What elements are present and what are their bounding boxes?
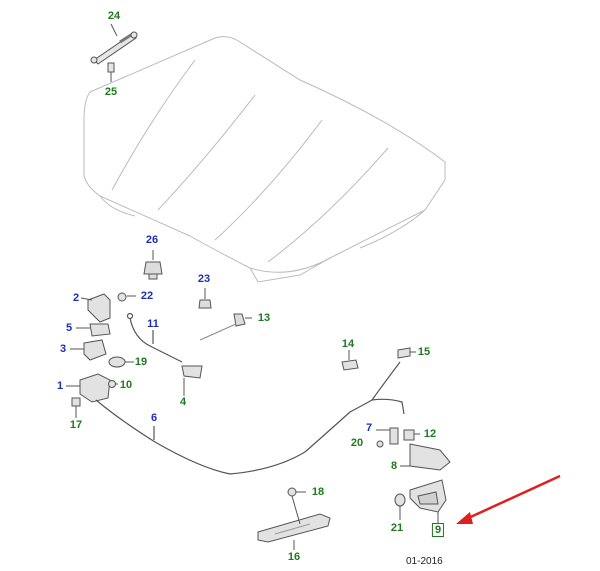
callout-4: 4 [179,396,187,408]
callout-18: 18 [311,486,325,498]
cable-connectors [341,347,416,371]
callout-2: 2 [72,292,80,304]
retaining-clip-13 [199,313,252,341]
callout-14: 14 [341,338,355,350]
callout-25: 25 [104,86,118,98]
callout-23: 23 [197,273,211,285]
callout-19: 19 [134,356,148,368]
callout-7: 7 [365,422,373,434]
release-handle [181,365,203,396]
diagram-date-code: 01-2016 [406,556,443,567]
callout-12: 12 [423,428,437,440]
gas-strut [90,23,138,82]
release-lever-16 [257,487,331,550]
callout-1: 1 [56,380,64,392]
callout-20: 20 [350,437,364,449]
right-latch-bracket-assembly [376,427,451,524]
main-release-cable [95,361,405,475]
callout-8: 8 [390,460,398,472]
callout-6: 6 [150,412,158,424]
callout-5: 5 [65,322,73,334]
lower-latch-assembly [66,373,118,418]
callout-16: 16 [287,551,301,563]
pointer-arrow [456,474,561,524]
callout-3: 3 [59,343,67,355]
secondary-cable [126,312,183,363]
callout-26: 26 [145,234,159,246]
callout-9: 9 [431,523,445,537]
retaining-clip-23 [198,288,212,309]
callout-24: 24 [107,10,121,22]
callout-11: 11 [147,318,159,330]
callout-15: 15 [417,346,431,358]
callout-10: 10 [119,379,133,391]
callout-21: 21 [390,522,404,534]
left-latch-bracket-cluster [70,292,136,368]
callout-13: 13 [257,312,271,324]
callout-22: 22 [140,290,154,302]
hood-panel [83,36,446,283]
callout-17: 17 [69,419,83,431]
hood-bump-stop [143,250,163,280]
